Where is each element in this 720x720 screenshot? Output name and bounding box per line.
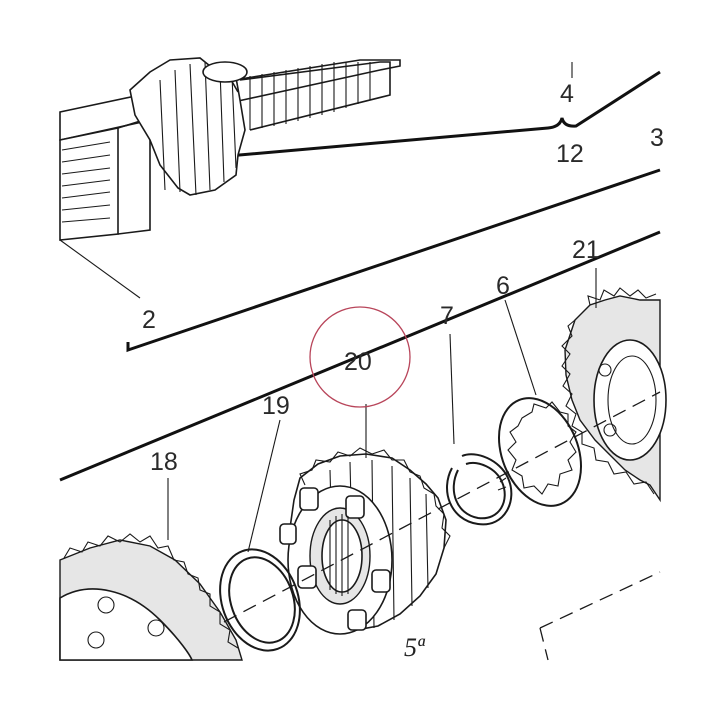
callout-12: 12 (556, 140, 584, 168)
upper-section-frame (59, 70, 661, 482)
leader-2 (59, 239, 141, 299)
thrust-ring-part-19 (219, 419, 301, 652)
callout-18: 18 (150, 448, 178, 476)
callout-4: 4 (560, 80, 574, 108)
snap-ring-part-7 (446, 333, 513, 526)
gear-part-18 (59, 478, 243, 661)
callout-19: 19 (262, 392, 290, 420)
callout-21: 21 (572, 236, 600, 264)
callout-2: 2 (142, 306, 156, 334)
gear-part-21 (561, 268, 667, 503)
gear-part-20 (279, 404, 451, 635)
callout-labels: 4 12 3 2 21 6 7 20 19 18 5ª (142, 80, 664, 662)
callout-7: 7 (440, 302, 454, 330)
callout-6: 6 (496, 272, 510, 300)
mainshaft-part-2 (59, 57, 401, 241)
leader-7 (449, 333, 455, 445)
callout-3: 3 (650, 124, 664, 152)
highlight-circle-20 (309, 306, 411, 408)
leader-19 (247, 419, 281, 553)
upper-leaders (59, 62, 573, 299)
callout-5a: 5ª (404, 633, 426, 662)
callout-20: 20 (344, 348, 372, 376)
leader-6 (504, 299, 537, 396)
dashed-frame (539, 571, 661, 661)
splined-washer-part-6 (497, 299, 583, 507)
gear-axis-line (223, 391, 661, 623)
